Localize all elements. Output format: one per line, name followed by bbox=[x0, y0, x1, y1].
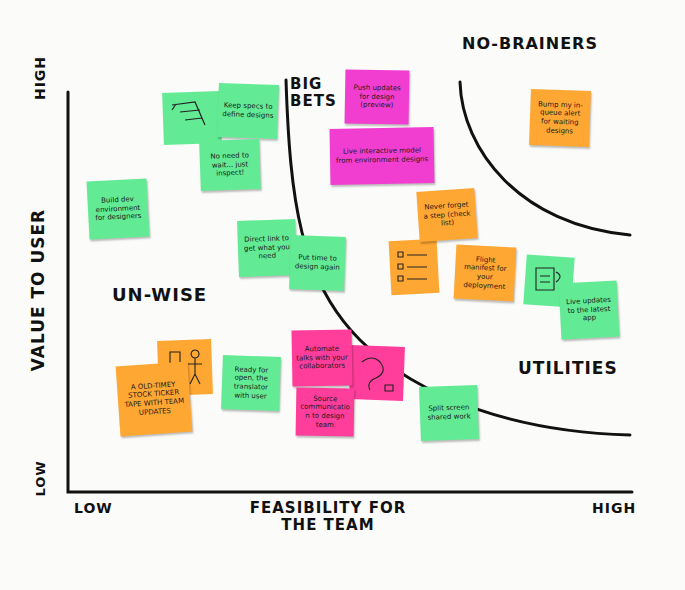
sticky-note: Put time to design again bbox=[289, 235, 346, 291]
quadrant-label: BIG BETS bbox=[290, 76, 350, 111]
quadrant-label: UTILITIES bbox=[518, 358, 618, 378]
sticky-note: Source communication to design team bbox=[296, 387, 355, 436]
note-text: Direct link to get what you need bbox=[242, 234, 293, 262]
axis-label: FEASIBILITY FOR THE TEAM bbox=[238, 500, 418, 535]
sticky-note: A OLD-TIMEY STOCK TICKER TAPE WITH TEAM … bbox=[116, 362, 193, 437]
axis-label: LOW bbox=[74, 500, 113, 516]
sticky-note: Split screen shared work bbox=[419, 385, 479, 441]
note-text: Never forget a step (check list) bbox=[421, 200, 473, 230]
axis-label: HIGH bbox=[592, 500, 636, 516]
sticky-note: Automate talks with your collaborators bbox=[292, 329, 353, 386]
note-text: Ready for open, the translator with user bbox=[225, 365, 276, 402]
quadrant-label: UN-WISE bbox=[112, 284, 207, 305]
note-text: Live interactive model from environment … bbox=[334, 146, 430, 165]
sticky-note: Keep specs to define designs bbox=[217, 83, 279, 139]
note-text: Push updates for design (preview) bbox=[349, 83, 405, 110]
note-text: No need to wait... just inspect! bbox=[204, 151, 257, 179]
sticky-note: Build dev environment for designers bbox=[87, 178, 150, 239]
axis-label: VALUE TO USER bbox=[28, 209, 48, 371]
note-text: Bump my in-queue alert for waiting desig… bbox=[533, 100, 586, 137]
sticky-note: Flight manifest for your deployment bbox=[454, 244, 517, 301]
sticky-note: Push updates for design (preview) bbox=[345, 69, 410, 124]
sticky-note: Live interactive model from environment … bbox=[330, 127, 435, 185]
sticky-note: Live updates to the latest app bbox=[559, 281, 620, 340]
note-text: A OLD-TIMEY STOCK TICKER TAPE WITH TEAM … bbox=[121, 379, 187, 418]
sticky-note: Never forget a step (check list) bbox=[416, 188, 477, 242]
quadrant-label: NO-BRAINERS bbox=[462, 34, 598, 53]
sticky-note: Bump my in-queue alert for waiting desig… bbox=[529, 89, 591, 147]
note-text: Automate talks with your collaborators bbox=[296, 344, 348, 371]
note-text: Split screen shared work bbox=[424, 403, 475, 422]
sticky-note: Direct link to get what you need bbox=[237, 219, 297, 277]
sticky-note: Ready for open, the translator with user bbox=[221, 355, 281, 411]
note-text: Put time to design again bbox=[294, 253, 342, 272]
sticky-note: No need to wait... just inspect! bbox=[199, 139, 261, 191]
note-text: Source communication to design team bbox=[300, 394, 351, 430]
note-text: Keep specs to define designs bbox=[222, 101, 275, 120]
note-text: Live updates to the latest app bbox=[563, 296, 614, 325]
note-text: Build dev environment for designers bbox=[91, 195, 144, 224]
axis-label: LOW bbox=[33, 460, 48, 496]
axis-label: HIGH bbox=[32, 56, 48, 100]
note-text: Flight manifest for your deployment bbox=[458, 254, 512, 292]
